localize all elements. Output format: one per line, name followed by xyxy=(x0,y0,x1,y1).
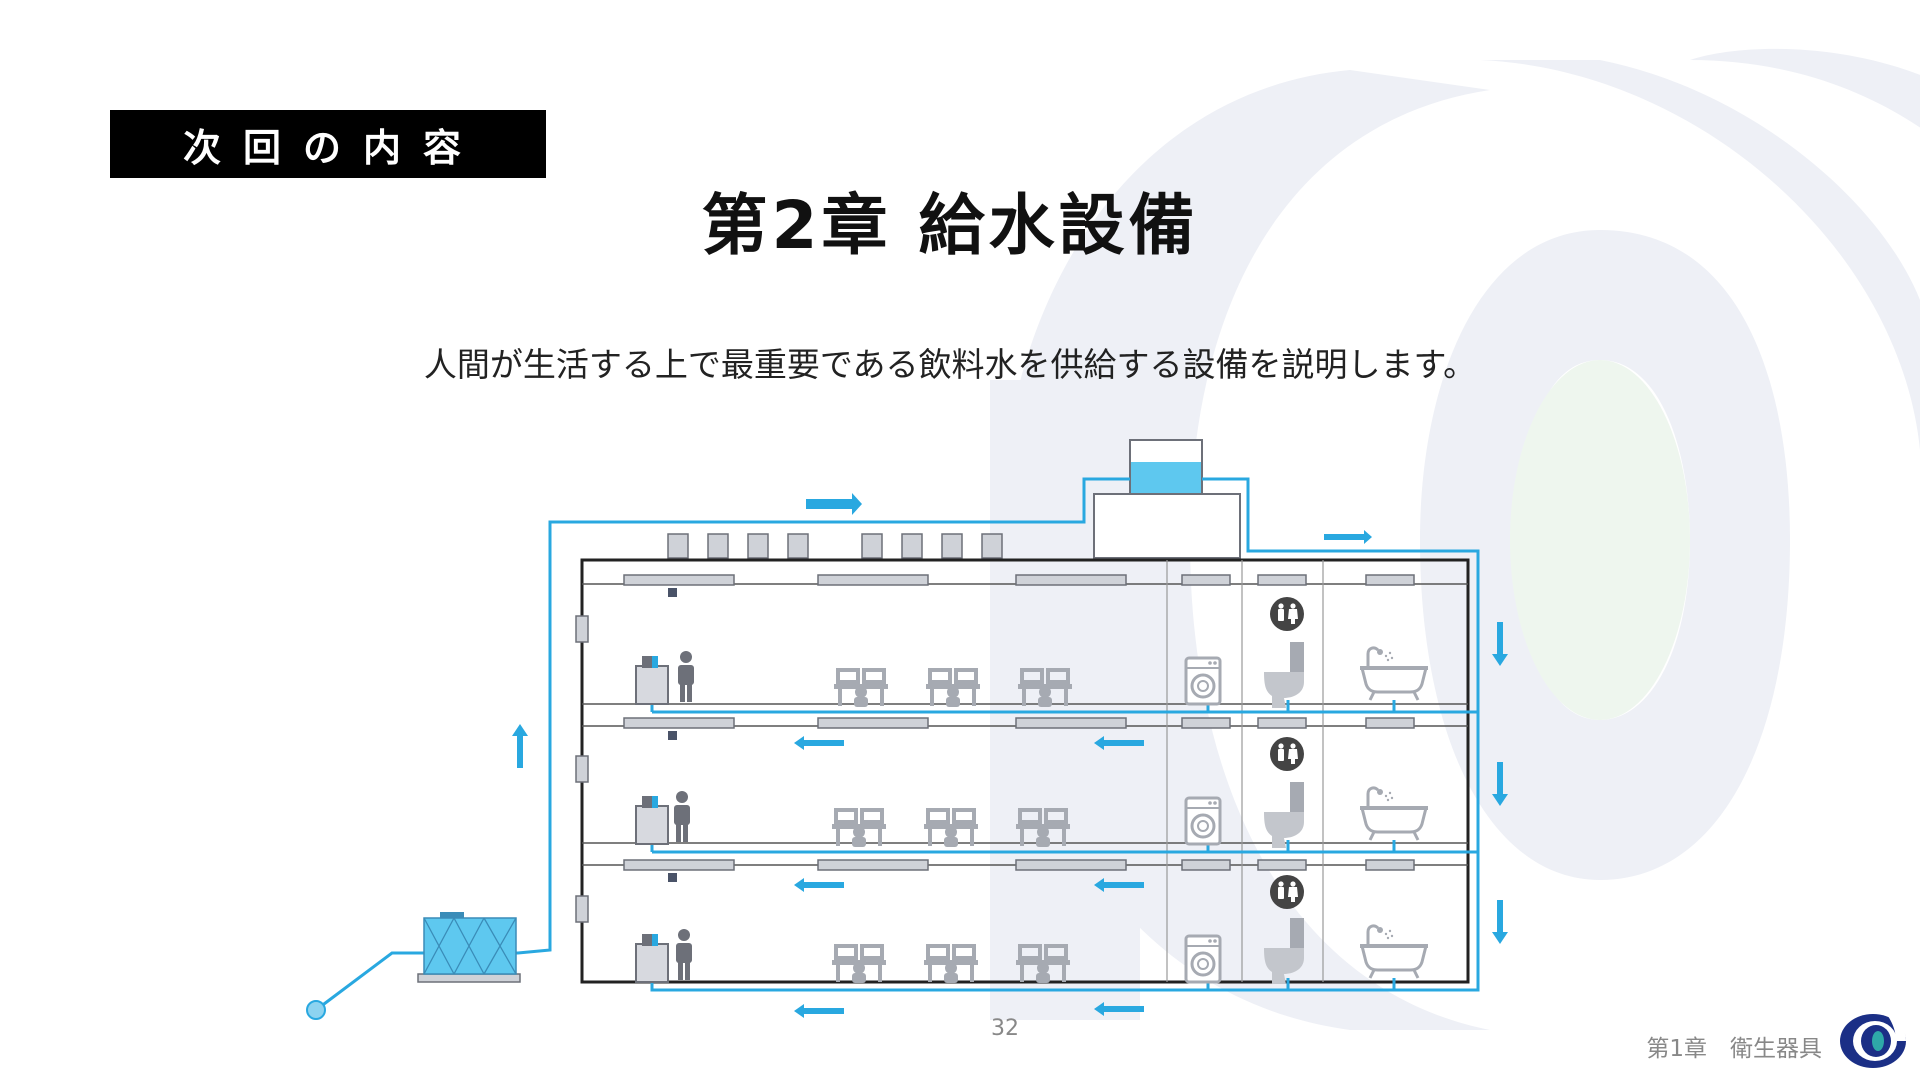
penthouse xyxy=(1093,493,1241,559)
desk-icon xyxy=(1014,808,1072,849)
sink-icon xyxy=(635,795,669,845)
washing-machine-icon xyxy=(1184,796,1222,846)
person-icon xyxy=(674,791,690,842)
rooftop-units xyxy=(667,533,1003,559)
arrow-icon xyxy=(1324,530,1372,544)
footer-chapter-label: 第1章 衛生器具 xyxy=(1646,1036,1822,1062)
floor-1 xyxy=(635,875,1430,985)
arrow-icon xyxy=(512,724,528,768)
arrow-icon xyxy=(1094,878,1144,892)
toilet-icon xyxy=(1264,642,1304,708)
logo-icon xyxy=(1840,1014,1906,1068)
toilet-icon xyxy=(1264,782,1304,848)
arrow-icon xyxy=(794,878,844,892)
arrow-icon xyxy=(1492,900,1508,944)
flow-arrows xyxy=(512,493,1508,1018)
bathtub-icon xyxy=(1358,923,1430,980)
arrow-icon xyxy=(1094,1002,1144,1016)
toilet-icon xyxy=(1264,918,1304,984)
arrow-icon xyxy=(806,493,862,515)
desk-icon xyxy=(832,668,890,709)
page-subtitle: 人間が生活する上で最重要である飲料水を供給する設備を説明します。 xyxy=(423,345,1477,384)
sink-icon xyxy=(635,655,669,705)
bathtub-icon xyxy=(1358,645,1430,702)
page-title: 第2章 給水設備 xyxy=(701,187,1199,264)
water-tank-icon xyxy=(417,912,521,983)
elevated-tank-icon xyxy=(1129,439,1203,495)
desk-icon xyxy=(924,668,982,709)
restroom-sign-icon xyxy=(1270,597,1304,631)
desk-icon xyxy=(830,808,888,849)
next-content-tag: 次回の内容 xyxy=(110,110,546,178)
washing-machine-icon xyxy=(1184,656,1222,706)
arrow-icon xyxy=(1492,762,1508,806)
arrow-icon xyxy=(794,1004,844,1018)
floor-3 xyxy=(635,597,1430,709)
arrow-icon xyxy=(1094,736,1144,750)
desk-icon xyxy=(922,808,980,849)
water-pipes xyxy=(315,477,1480,1012)
riser-boxes xyxy=(575,615,589,923)
restroom-sign-icon xyxy=(1270,737,1304,771)
restroom-sign-icon xyxy=(1270,875,1304,909)
desk-icon xyxy=(830,944,888,985)
desk-icon xyxy=(1014,944,1072,985)
washing-machine-icon xyxy=(1184,934,1222,984)
ceiling-units xyxy=(623,574,1415,882)
page-number: 32 xyxy=(991,1016,1019,1041)
arrow-icon xyxy=(1492,622,1508,666)
water-main-connection xyxy=(306,1000,326,1020)
person-icon xyxy=(676,929,692,980)
bathtub-icon xyxy=(1358,785,1430,842)
sink-icon xyxy=(635,933,669,983)
desk-icon xyxy=(1016,668,1074,709)
person-icon xyxy=(678,651,694,702)
desk-icon xyxy=(922,944,980,985)
building-outline xyxy=(580,558,1470,984)
floor-2 xyxy=(635,737,1430,849)
arrow-icon xyxy=(794,736,844,750)
